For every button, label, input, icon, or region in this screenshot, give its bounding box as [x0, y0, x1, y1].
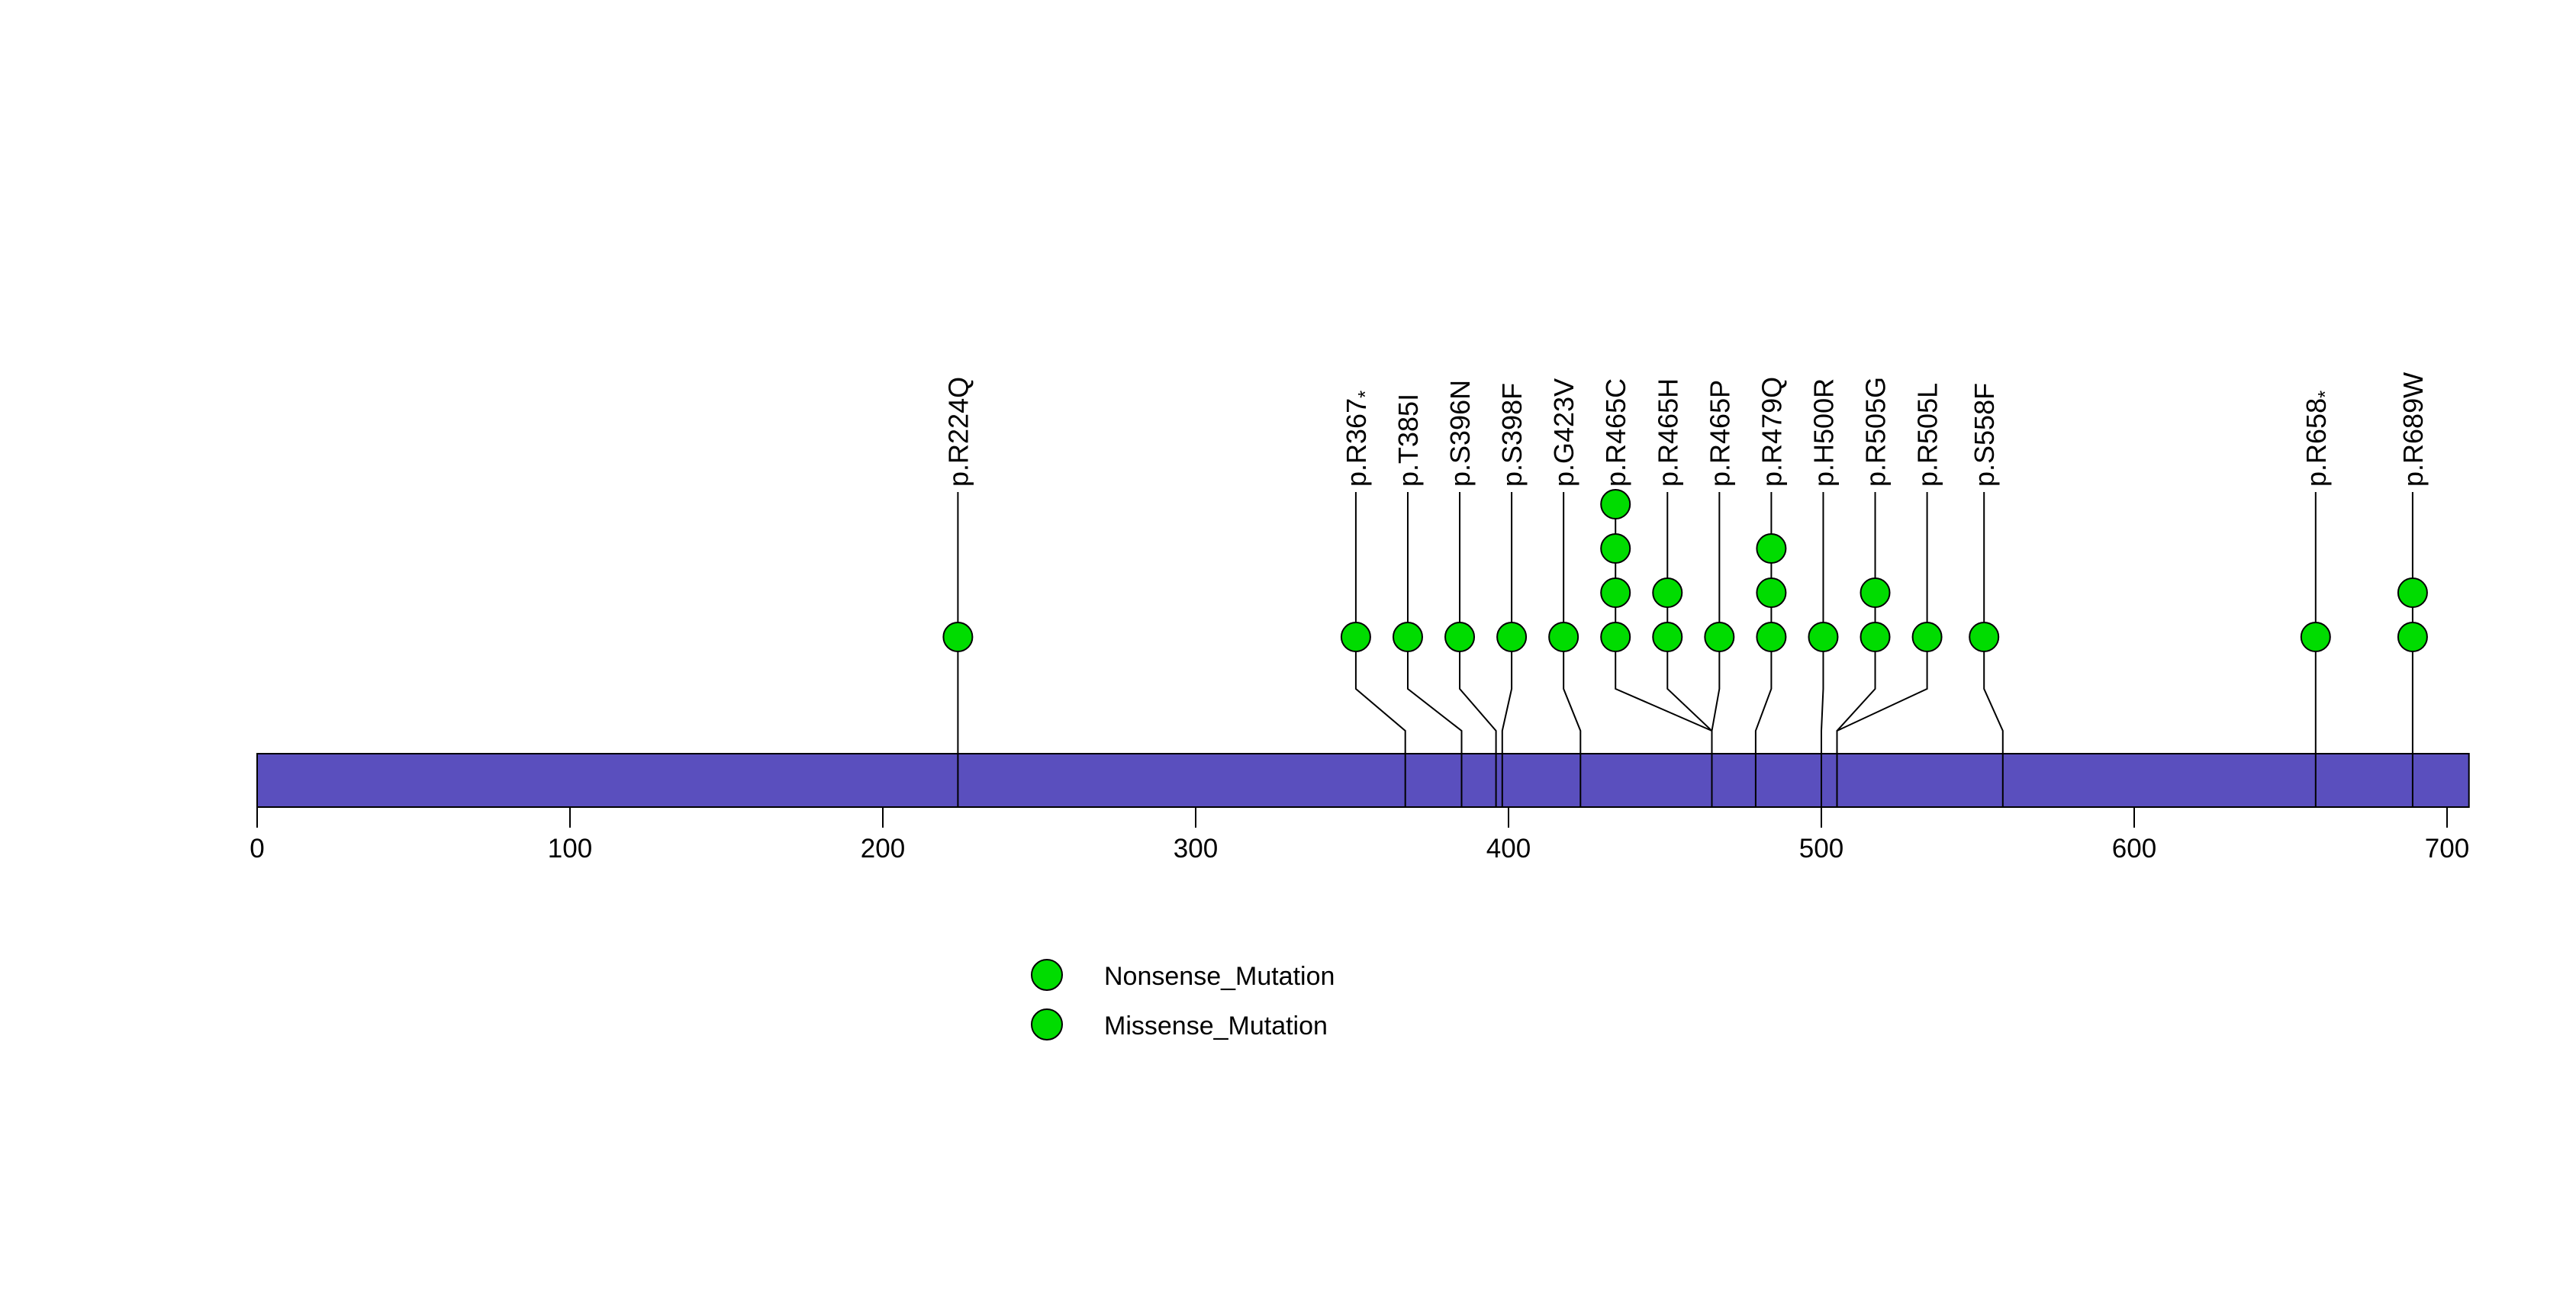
mutation-point [942, 622, 974, 652]
mutation-point [1444, 622, 1476, 652]
mutation-point [1911, 622, 1943, 652]
axis-tick-label: 600 [2112, 834, 2156, 864]
mutation-point [1969, 622, 2000, 652]
mutation-stem [1501, 492, 1513, 807]
mutation-label: p.R505L [1912, 383, 1943, 487]
mutation-point [1600, 533, 1631, 564]
axis-tick-label: 700 [2425, 834, 2469, 864]
mutation-label: p.R465H [1652, 378, 1683, 487]
mutation-label: p.R224Q [942, 377, 974, 487]
lollipop-p.R465C: p.R465C [1600, 378, 1713, 807]
mutation-label: p.S396N [1444, 380, 1476, 487]
axis-tick-label: 300 [1174, 834, 1218, 864]
mutation-point [1600, 489, 1631, 519]
lollipop-p.G423V: p.G423V [1548, 378, 1582, 807]
mutation-stem [1354, 492, 1406, 807]
x-axis: 0 100 200 300 400 500 600 700 [250, 807, 2469, 864]
axis-tick-label: 100 [548, 834, 592, 864]
lollipop-p.R505L: p.R505L [1836, 383, 1943, 807]
mutation-point [1496, 622, 1528, 652]
lollipop-p.R479Q: p.R479Q [1754, 377, 1787, 807]
mutation-label: p.H500R [1808, 378, 1839, 487]
mutation-stem [1563, 492, 1582, 807]
mutation-point [1860, 622, 1891, 652]
mutation-label: p.G423V [1548, 378, 1579, 487]
mutation-label: p.R658* [2301, 391, 2336, 487]
mutation-stem [1836, 492, 1928, 807]
axis-tick-label: 400 [1486, 834, 1531, 864]
mutation-point [2397, 622, 2428, 652]
legend-label-missense: Missense_Mutation [1104, 1012, 1328, 1041]
lollipop-p.R505G: p.R505G [1836, 377, 1892, 807]
lollipop-p.S398F: p.S398F [1496, 383, 1528, 807]
lollipop-p.R224Q: p.R224Q [942, 377, 974, 807]
lollipops-group: p.R224Q p.R367* p.T385I p.S396N p.S398F p.G42… [942, 372, 2429, 807]
protein-bar [256, 753, 2470, 808]
lollipop-p.R465P: p.R465P [1704, 380, 1735, 807]
legend-swatch-missense-icon [1031, 1008, 1063, 1041]
mutation-label: p.S398F [1496, 383, 1528, 487]
lollipop-p.R465H: p.R465H [1652, 378, 1713, 807]
lollipop-p.R658*: p.R658* [2300, 391, 2336, 807]
legend: Nonsense_Mutation Missense_Mutation [1031, 959, 1335, 1041]
mutation-point [1756, 577, 1787, 608]
mutation-label: p.R689W [2397, 372, 2429, 487]
lollipop-p.R367*: p.R367* [1340, 391, 1406, 807]
mutation-stem [1821, 492, 1824, 807]
legend-label-nonsense: Nonsense_Mutation [1104, 962, 1335, 991]
mutation-label: p.R505G [1860, 377, 1892, 487]
mutation-label: p.R367* [1341, 391, 1377, 487]
mutation-point [1600, 577, 1631, 608]
mutation-point [1756, 533, 1787, 564]
axis-tick-label: 500 [1799, 834, 1843, 864]
mutation-label: p.R479Q [1756, 377, 1787, 487]
mutation-point [1392, 622, 1423, 652]
mutation-point [1340, 622, 1371, 652]
lollipop-p.H500R: p.H500R [1808, 378, 1839, 807]
lollipop-p.R689W: p.R689W [2397, 372, 2429, 807]
lollipop-p.T385I: p.T385I [1392, 394, 1463, 807]
mutation-label: p.T385I [1393, 394, 1424, 487]
mutation-stem [1406, 492, 1463, 807]
mutation-point [2397, 577, 2428, 608]
mutation-point [1808, 622, 1839, 652]
mutation-label: p.R465C [1600, 378, 1631, 487]
mutation-point [1652, 577, 1683, 608]
mutation-label: p.S558F [1969, 383, 2000, 487]
mutation-point [1548, 622, 1579, 652]
mutation-point [1600, 622, 1631, 652]
mutation-label: p.R465P [1704, 380, 1735, 487]
axis-tick-label: 200 [861, 834, 905, 864]
mutation-stem [1983, 492, 2004, 807]
mutation-stem [1459, 492, 1497, 807]
mutation-point [1756, 622, 1787, 652]
lollipop-p.S396N: p.S396N [1444, 380, 1497, 807]
mutation-point [2300, 622, 2331, 652]
mutation-point [1704, 622, 1735, 652]
legend-swatch-nonsense-icon [1031, 959, 1063, 991]
axis-tick-label: 0 [250, 834, 264, 864]
lollipop-p.S558F: p.S558F [1969, 383, 2004, 807]
mutation-stem [1711, 492, 1721, 807]
mutation-point [1652, 622, 1683, 652]
mutation-point [1860, 577, 1891, 608]
